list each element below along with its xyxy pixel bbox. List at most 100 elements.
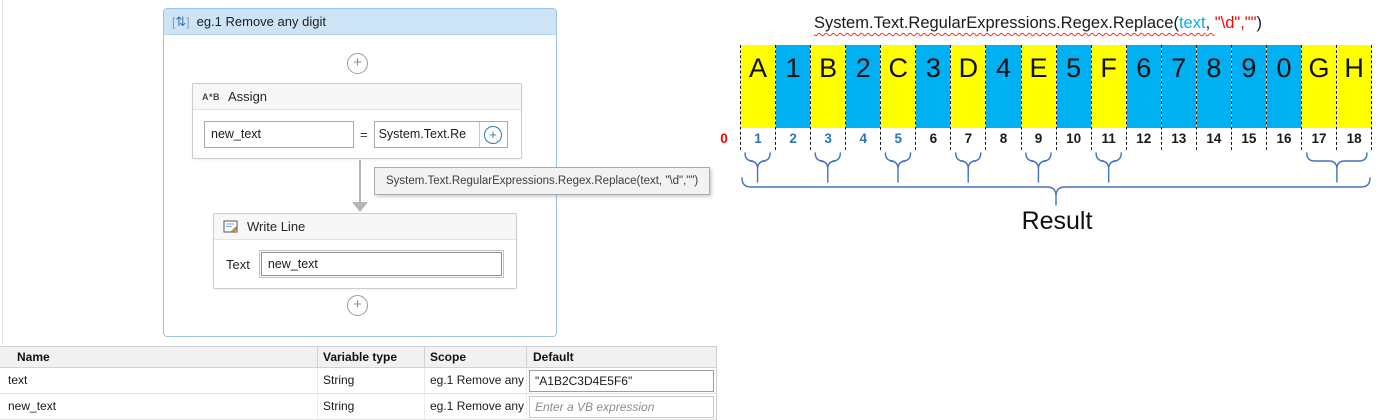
brace-icon [954,152,982,183]
add-activity-button-top[interactable]: + [347,53,368,74]
expression-editor-button[interactable]: + [478,122,507,147]
flow-connector [359,160,361,203]
brace-icon [884,152,912,183]
regex-title-part: System.Text.RegularExpressions.Regex.Rep… [813,14,1179,32]
expression-tooltip: System.Text.RegularExpressions.Regex.Rep… [374,167,711,195]
default-value-input[interactable]: Enter a VB expression [529,395,714,418]
column-header-default[interactable]: Default [533,350,574,364]
write-line-header[interactable]: Write Line [214,214,516,240]
default-value-input[interactable]: "A1B2C3D4E5F6" [529,369,714,392]
variable-default-cell[interactable]: "A1B2C3D4E5F6" [527,368,716,393]
write-line-text-value[interactable]: new_text [260,252,502,276]
cell-index-label: 11 [1101,131,1116,146]
assign-expression-text[interactable]: System.Text.Re [378,127,467,141]
cell-char: 8 [1196,45,1231,128]
assign-activity[interactable]: A*B Assign new_text = System.Text.Re + [192,83,522,159]
cell-char: E [1021,45,1056,128]
brace-icon [1095,152,1122,183]
variable-name[interactable]: new_text [0,394,318,419]
write-line-title: Write Line [247,219,306,234]
diagram-cell: G 17 [1301,45,1337,150]
braces-graphic [741,152,1371,206]
cell-char: 7 [1161,45,1196,128]
cell-index-label: 14 [1206,131,1222,146]
column-header-scope[interactable]: Scope [425,347,527,367]
write-line-text-input[interactable]: new_text [258,250,504,278]
assign-header[interactable]: A*B Assign [193,84,521,110]
brace-icon [1306,152,1368,183]
cell-index-label: 17 [1311,131,1327,146]
cell-index-label: 4 [859,131,867,146]
cell-char: 2 [846,45,881,128]
variable-name[interactable]: text [0,368,318,393]
assign-expression-input[interactable]: System.Text.Re + [373,121,508,148]
cell-index-label: 18 [1346,131,1362,146]
equals-sign: = [360,127,368,142]
regex-title-part: ) [1256,14,1263,32]
variable-scope[interactable]: eg.1 Remove any d. [425,394,527,419]
cell-char: 1 [776,45,811,128]
brace-icon [814,152,842,183]
cell-index-label: 16 [1276,131,1292,146]
cell-char: C [881,45,916,128]
cell-char: 5 [1056,45,1091,128]
cell-index-label: 15 [1241,131,1257,146]
cell-index-label: 9 [1034,131,1043,146]
variable-type[interactable]: String [318,394,425,419]
regex-title-part: , [1205,14,1215,32]
brace-icon [741,177,1371,206]
cell-index-label: 10 [1066,131,1082,146]
cell-index-label: 7 [964,131,973,146]
cell-char: D [951,45,986,128]
sequence-title: eg.1 Remove any digit [196,14,326,29]
write-line-activity[interactable]: Write Line Text new_text [213,213,517,289]
write-line-icon [223,220,238,233]
assign-icon: A*B [202,91,221,102]
cell-char: 3 [916,45,951,128]
assign-to-input[interactable]: new_text [204,121,354,148]
column-header-type[interactable]: Variable type [318,347,425,367]
flow-arrow-icon [352,202,368,212]
cell-char: 4 [986,45,1021,128]
cell-index-label: 5 [894,131,903,146]
cell-index-label: 2 [789,131,797,146]
sequence-icon: [⇅] [172,13,190,29]
cell-char: 9 [1231,45,1266,128]
cell-char: B [811,45,846,128]
cell-index-label: 8 [999,131,1008,146]
variable-default-cell[interactable]: Enter a VB expression [527,394,716,419]
regex-title-part: "\d","" [1214,14,1257,32]
cell-char: A [741,45,776,128]
sequence-header[interactable]: [⇅] eg.1 Remove any digit [164,9,556,35]
variable-scope[interactable]: eg.1 Remove any d. [425,368,527,393]
cell-index-label: 6 [929,131,938,146]
result-label: Result [1021,207,1093,235]
add-activity-button-bottom[interactable]: + [347,295,368,316]
cell-char: 0 [1266,45,1301,128]
variable-type[interactable]: String [318,368,425,393]
cell-char: G [1302,45,1337,128]
brace-icon [1025,152,1052,183]
column-header-name[interactable]: Name [0,347,318,367]
cell-index-label: 13 [1171,131,1187,146]
